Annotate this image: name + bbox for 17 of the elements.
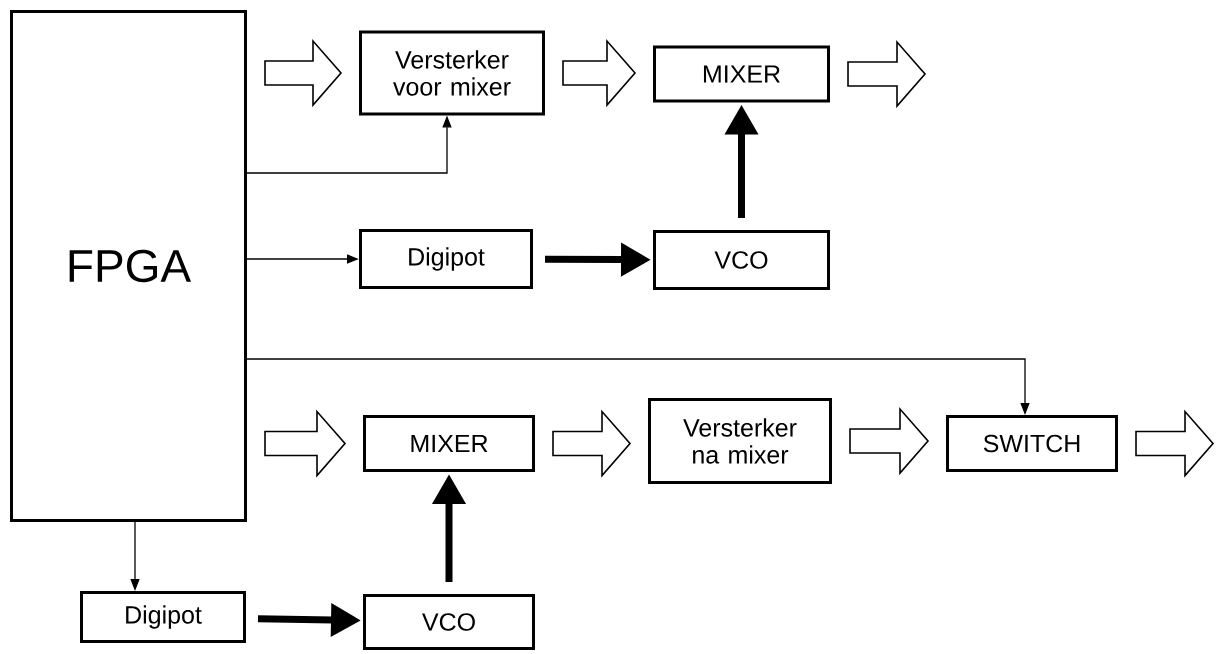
vco-box: VCO [363, 594, 535, 650]
digipot-box: Digipot [80, 591, 246, 643]
fpga-block: FPGA [10, 10, 247, 522]
amplifier-box: Versterker voor mixer [359, 30, 545, 116]
amplifier-box: Versterker na mixer [648, 398, 832, 484]
mixer-box: MIXER [363, 415, 535, 472]
mixer-box: MIXER [653, 45, 830, 103]
block-arrow [552, 409, 632, 478]
switch-box: SWITCH [946, 415, 1118, 472]
digipot-box: Digipot [359, 229, 533, 289]
block-arrow [1135, 409, 1215, 478]
block-arrow [849, 406, 930, 476]
block-arrow [847, 39, 927, 109]
block-arrow [562, 38, 637, 108]
block-arrow [264, 38, 343, 108]
vco-box: VCO [653, 230, 830, 290]
block-arrow [264, 409, 347, 478]
